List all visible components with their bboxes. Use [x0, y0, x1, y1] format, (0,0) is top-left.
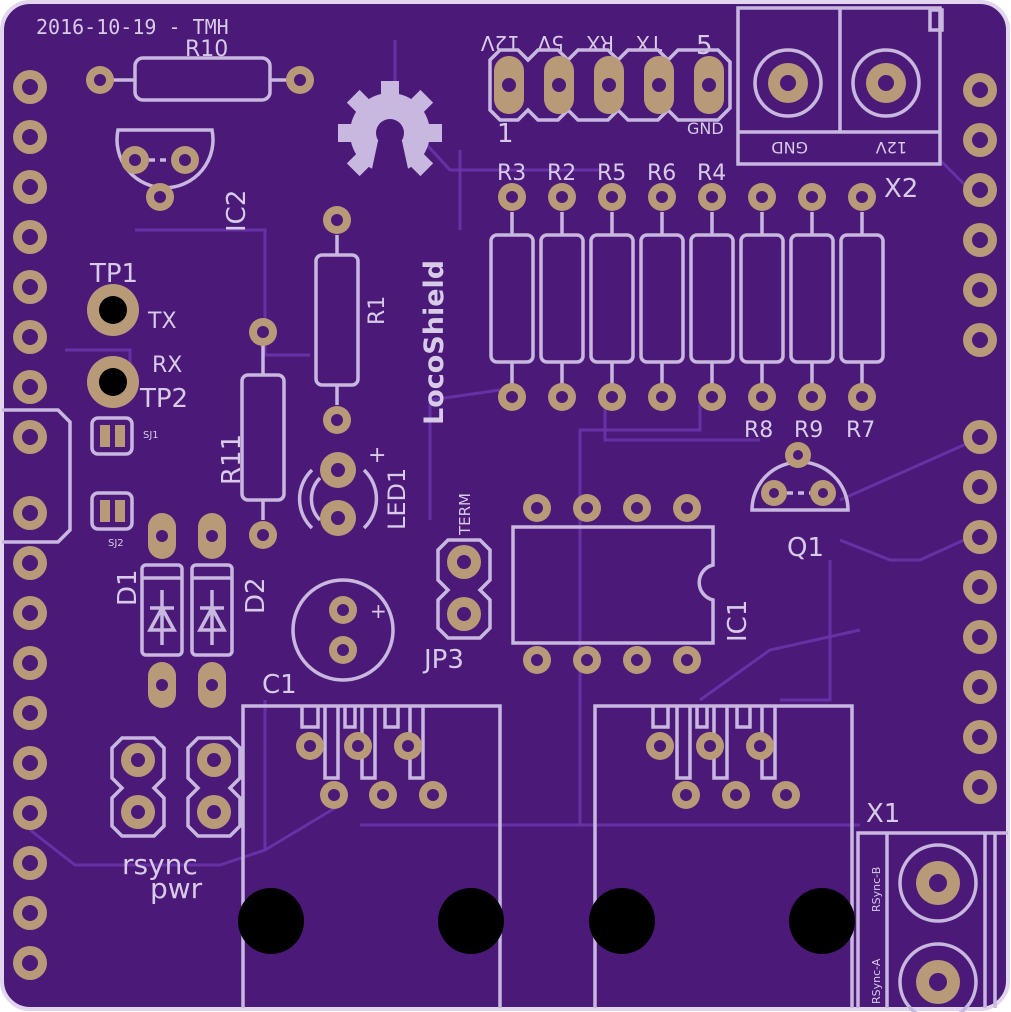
svg-text:D2: D2: [241, 577, 271, 614]
test-points: TP1 TX RX TP2: [87, 259, 188, 414]
svg-text:R3: R3: [497, 161, 526, 186]
resistor-r10: R10: [86, 37, 314, 102]
svg-text:5: 5: [696, 31, 713, 61]
svg-text:R10: R10: [185, 37, 228, 62]
svg-text:R5: R5: [597, 161, 626, 186]
svg-text:R4: R4: [697, 161, 726, 186]
board-name: LocoShield: [419, 260, 450, 425]
svg-text:R2: R2: [547, 161, 576, 186]
resistor-r1: R1: [314, 206, 390, 434]
resistor-r11: R11: [217, 318, 286, 549]
svg-text:LED1: LED1: [383, 468, 411, 530]
open-hardware-icon: [338, 81, 442, 178]
svg-text:R8: R8: [744, 418, 773, 443]
ic2-regulator: IC2: [115, 128, 252, 232]
svg-text:R11: R11: [217, 434, 247, 485]
terminal-block-x1: X1 RSync-B RSync-A: [856, 799, 1008, 1012]
svg-text:TERM: TERM: [456, 493, 474, 536]
svg-text:+: +: [368, 443, 386, 468]
jumper-jp3: TERM JP3: [422, 493, 492, 675]
svg-text:1: 1: [497, 119, 514, 149]
rsync-power-jumpers: rsync pwr: [110, 736, 242, 905]
svg-text:X2: X2: [884, 174, 918, 204]
terminal-block-x2: GND 12V X2: [736, 6, 944, 204]
svg-text:Q1: Q1: [787, 533, 824, 563]
right-header: [963, 73, 997, 804]
svg-text:+: +: [370, 599, 387, 623]
svg-text:D1: D1: [113, 569, 143, 606]
svg-text:C1: C1: [262, 670, 297, 700]
svg-text:SJ2: SJ2: [108, 538, 124, 549]
svg-text:SJ1: SJ1: [143, 430, 159, 441]
svg-text:12V: 12V: [876, 138, 907, 157]
svg-text:TX: TX: [147, 309, 177, 334]
diodes: D1 D2: [113, 513, 271, 708]
svg-text:IC1: IC1: [723, 600, 753, 642]
resistor-row: [489, 183, 885, 411]
rj-jack-left: [238, 704, 504, 1008]
svg-text:IC2: IC2: [222, 190, 252, 232]
svg-text:R7: R7: [846, 418, 875, 443]
svg-text:GND: GND: [771, 138, 808, 157]
svg-text:RSync-B: RSync-B: [870, 867, 883, 912]
svg-text:pwr: pwr: [150, 872, 203, 905]
svg-text:RX: RX: [152, 353, 182, 378]
svg-text:R6: R6: [647, 161, 676, 186]
svg-text:GND: GND: [687, 119, 724, 138]
date-author-label: 2016-10-19 - TMH: [36, 15, 229, 39]
capacitor-c1: + C1: [262, 578, 395, 700]
serial-pin-header: [488, 48, 732, 122]
svg-text:JP3: JP3: [422, 645, 464, 675]
ic1-dip8: IC1: [511, 494, 753, 674]
svg-text:X1: X1: [866, 799, 900, 829]
solder-jumpers: SJ1 SJ2: [90, 416, 159, 549]
resistor-row-labels-top: R3 R2 R5 R6 R4: [497, 161, 726, 186]
usb-outline: [2, 408, 72, 544]
left-header: [13, 70, 47, 980]
svg-text:TP1: TP1: [89, 259, 138, 289]
svg-text:R1: R1: [365, 296, 390, 325]
svg-text:RSync-A: RSync-A: [870, 958, 883, 1004]
svg-text:R9: R9: [794, 418, 823, 443]
transistor-q1: Q1: [750, 442, 850, 563]
svg-text:TP2: TP2: [139, 384, 188, 414]
resistor-row-labels-bottom: R8 R9 R7: [744, 418, 875, 443]
led1: + LED1: [297, 443, 411, 536]
svg-text:rsync: rsync: [122, 848, 198, 881]
rj-jack-right: [589, 704, 855, 1008]
